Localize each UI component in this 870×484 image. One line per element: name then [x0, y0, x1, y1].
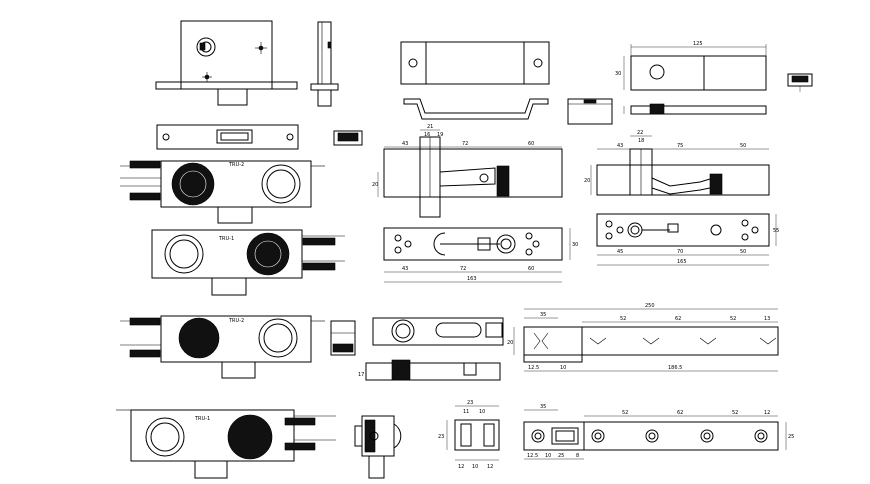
svg-text:23: 23: [467, 400, 473, 406]
svg-text:10: 10: [545, 453, 551, 459]
svg-text:30: 30: [572, 242, 578, 248]
svg-text:70: 70: [677, 249, 683, 255]
pivot-hinge-elevation-a: 21 16 19 43 72 60 20: [372, 124, 563, 218]
svg-text:10: 10: [560, 365, 566, 371]
svg-text:12: 12: [487, 464, 493, 470]
lock-faceplate: [156, 124, 299, 150]
lever-handle-side: 17: [358, 359, 501, 381]
svg-text:52: 52: [620, 316, 626, 322]
lock-body-front-view: [155, 20, 298, 106]
tru2-cylinder-assembly-b: TRU-2: [120, 315, 325, 379]
svg-text:43: 43: [402, 141, 408, 147]
svg-text:186.5: 186.5: [668, 365, 682, 371]
strike-plate-side-view: [623, 103, 767, 115]
latch-block-side: [330, 320, 356, 356]
svg-text:11: 11: [463, 409, 469, 415]
flush-bolt-bar-elevation: 250 35 52 62 52 13 12.5 10 186.5 20: [507, 303, 779, 372]
svg-text:50: 50: [740, 249, 746, 255]
tru1-label-b: TRU-1: [194, 416, 210, 422]
svg-text:23: 23: [438, 434, 444, 440]
tru1-cylinder-assembly-a: TRU-1: [151, 229, 345, 296]
svg-text:10: 10: [479, 409, 485, 415]
svg-text:10: 10: [472, 464, 478, 470]
svg-text:20: 20: [584, 178, 590, 184]
svg-text:20: 20: [372, 182, 378, 188]
tru1-label-a: TRU-1: [218, 236, 234, 242]
tru2-label-b: TRU-2: [228, 318, 244, 324]
svg-text:75: 75: [677, 143, 683, 149]
svg-text:55: 55: [773, 228, 779, 234]
svg-text:52: 52: [730, 316, 736, 322]
svg-text:35: 35: [540, 312, 546, 318]
svg-text:62: 62: [677, 410, 683, 416]
svg-text:25: 25: [788, 434, 794, 440]
svg-text:12.5: 12.5: [528, 365, 539, 371]
flush-bolt-bar-plan: 35 52 62 52 12 12.5 10 25 8 25: [523, 404, 794, 460]
svg-text:13: 13: [764, 316, 770, 322]
lock-body-side-view: [310, 21, 339, 107]
svg-text:12: 12: [764, 410, 770, 416]
svg-text:52: 52: [622, 410, 628, 416]
svg-text:21: 21: [427, 124, 433, 130]
mounting-bracket-detail: 23 11 10 23 12 10 12: [438, 400, 500, 470]
cover-plate-top-view: [400, 41, 550, 85]
svg-text:165: 165: [677, 259, 687, 265]
svg-text:43: 43: [617, 143, 623, 149]
svg-text:62: 62: [675, 316, 681, 322]
svg-text:19: 19: [437, 132, 443, 138]
pivot-hinge-plan-b: 45 70 50 165 55: [596, 213, 779, 266]
svg-text:52: 52: [732, 410, 738, 416]
small-block-view: [567, 98, 613, 125]
latch-assembly-side: [354, 415, 402, 479]
pivot-hinge-plan-a: 43 72 60 163 30: [383, 227, 578, 283]
svg-text:50: 50: [740, 143, 746, 149]
svg-text:250: 250: [645, 303, 655, 309]
svg-text:45: 45: [617, 249, 623, 255]
svg-text:17: 17: [358, 372, 364, 378]
svg-text:20: 20: [507, 340, 513, 346]
svg-text:43: 43: [402, 266, 408, 272]
svg-text:30: 30: [615, 71, 621, 77]
svg-text:72: 72: [460, 266, 466, 272]
svg-text:125: 125: [693, 41, 703, 47]
svg-text:8: 8: [576, 453, 579, 459]
strike-plate-top-view: 125 30: [615, 41, 767, 91]
svg-text:12: 12: [458, 464, 464, 470]
tru2-label-a: TRU-2: [228, 162, 244, 168]
small-spring-block: [333, 130, 363, 146]
svg-text:25: 25: [558, 453, 564, 459]
svg-text:12.5: 12.5: [527, 453, 538, 459]
svg-text:72: 72: [462, 141, 468, 147]
svg-text:35: 35: [540, 404, 546, 410]
svg-text:60: 60: [528, 141, 534, 147]
svg-text:22: 22: [637, 130, 643, 136]
tru2-cylinder-assembly-a: TRU-2: [120, 160, 325, 224]
cover-plate-side-view: [403, 98, 549, 120]
svg-text:18: 18: [638, 138, 644, 144]
svg-text:163: 163: [467, 276, 477, 282]
lever-handle-top: [372, 317, 504, 346]
tru1-cylinder-assembly-b: TRU-1: [116, 409, 336, 479]
pivot-hinge-elevation-b: 22 18 43 75 50 20: [584, 130, 770, 196]
svg-text:16: 16: [424, 132, 430, 138]
small-connector-view: [787, 73, 813, 92]
svg-text:60: 60: [528, 266, 534, 272]
